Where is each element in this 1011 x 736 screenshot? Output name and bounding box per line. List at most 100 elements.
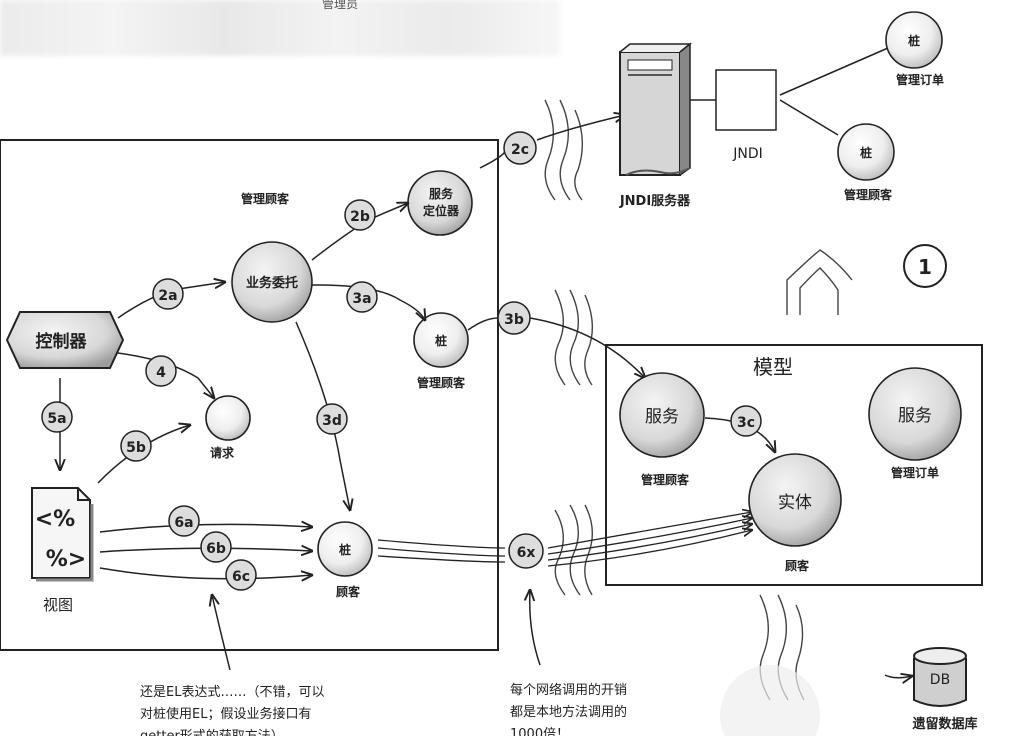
entity-node xyxy=(748,453,842,547)
note-left-line-3: getter形式的获取方法） xyxy=(140,728,284,736)
arrow-note-right xyxy=(530,590,541,666)
step-2b-label: 2b xyxy=(350,209,370,225)
network-break-top xyxy=(544,99,583,201)
stub-manage-customer-caption: 管理顾客 xyxy=(417,375,466,390)
arrow-note-left xyxy=(212,595,231,671)
service-right-node xyxy=(868,367,962,461)
note-left: 还是EL表达式……（不错，可以 对桩使用EL；假设业务接口有 getter形式的… xyxy=(140,685,324,736)
stub-label-1: 桩 xyxy=(435,333,447,348)
view-node: <% %> 视图 xyxy=(31,487,94,614)
jndi-line-customer xyxy=(779,99,839,136)
step-3d-label: 3d xyxy=(322,413,342,429)
note-right-line-1: 每个网络调用的开销 xyxy=(510,682,627,698)
stub-customer-node xyxy=(317,521,373,577)
step-6x-label: 6x xyxy=(517,545,536,561)
arrow-3d xyxy=(295,321,350,510)
service-right-caption: 管理订单 xyxy=(891,465,939,480)
network-break-middle xyxy=(554,289,593,386)
service-locator-label-2: 定位器 xyxy=(423,203,460,218)
step-2a-badge: 2a xyxy=(152,278,184,310)
model-box xyxy=(605,344,983,586)
service-left-caption: 管理顾客 xyxy=(641,472,690,487)
arrow-db xyxy=(884,675,912,678)
jndi-caption: JNDI xyxy=(732,146,763,162)
step-2c-label: 2c xyxy=(511,142,529,158)
note-left-line-1: 还是EL表达式……（不错，可以 xyxy=(140,685,324,700)
remote-stub-order-label: 桩 xyxy=(908,33,920,48)
step-3b-badge: 3b xyxy=(497,301,531,335)
note-right-line-3: 1000倍！ xyxy=(510,727,569,736)
step-3a-label: 3a xyxy=(352,291,371,307)
step-badges: 2a 2b 2c 3a 3b 3c 3d 4 xyxy=(41,131,762,591)
controller-node: 控制器 xyxy=(5,311,125,369)
blurred-header-bar xyxy=(0,0,560,56)
jndi-box xyxy=(715,69,777,131)
db-label: DB xyxy=(930,672,950,688)
remote-stub-customer-node xyxy=(837,123,895,181)
service-locator-label-1: 服务 xyxy=(429,186,454,201)
service-locator-node xyxy=(407,170,473,236)
step-6c-badge: 6c xyxy=(225,559,257,591)
note-right-line-2: 都是本地方法调用的 xyxy=(510,704,627,720)
step-2a-label: 2a xyxy=(158,288,177,304)
step-one-label: 1 xyxy=(918,255,932,279)
web-tier-box xyxy=(0,139,499,651)
step-3b-label: 3b xyxy=(504,312,524,328)
step-one-badge xyxy=(903,244,947,288)
note-left-line-2: 对桩使用EL；假设业务接口有 xyxy=(140,706,311,722)
db-node xyxy=(913,647,967,707)
jndi-server-node xyxy=(619,42,693,176)
service-right-label: 服务 xyxy=(898,406,932,426)
view-top-glyph: <% xyxy=(35,507,75,532)
model-title: 模型 xyxy=(753,355,793,379)
service-left-node xyxy=(619,372,705,458)
step-6b-label: 6b xyxy=(206,541,226,557)
arrow-6c xyxy=(99,567,312,579)
step-6b-badge: 6b xyxy=(200,531,232,563)
step-2c-badge: 2c xyxy=(503,131,537,165)
arrow-3a xyxy=(311,284,425,320)
step-6a-badge: 6a xyxy=(168,505,200,537)
arrows-6x xyxy=(377,512,752,567)
jndi-server-caption: JNDI服务器 xyxy=(619,193,691,209)
request-node xyxy=(205,395,251,441)
step-5b-badge: 5b xyxy=(120,430,152,462)
business-delegate-node xyxy=(231,241,313,323)
step-5b-label: 5b xyxy=(126,440,146,456)
db-caption: 遗留数据库 xyxy=(911,716,977,732)
step-3c-label: 3c xyxy=(737,415,755,431)
entity-caption: 顾客 xyxy=(785,558,810,573)
step-6a-label: 6a xyxy=(174,515,193,531)
note-right: 每个网络调用的开销 都是本地方法调用的 1000倍！ xyxy=(510,682,627,736)
remote-stub-customer-caption: 管理顾客 xyxy=(844,187,893,202)
service-left-label: 服务 xyxy=(645,407,679,427)
step-4-badge: 4 xyxy=(145,355,177,387)
header-text: 管理员 xyxy=(322,0,358,11)
controller-label: 控制器 xyxy=(36,331,88,352)
step-2b-badge: 2b xyxy=(344,199,376,231)
entity-label: 实体 xyxy=(778,493,812,513)
arrow-3b-b xyxy=(529,317,645,378)
step-3c-badge: 3c xyxy=(730,405,762,437)
step-4-label: 4 xyxy=(156,365,166,381)
business-delegate-label: 业务委托 xyxy=(246,275,298,291)
up-arrow-icon xyxy=(786,249,853,315)
arrow-3b-a xyxy=(467,317,499,331)
jndi-line-order xyxy=(779,47,889,96)
remote-stub-order-caption: 管理订单 xyxy=(896,72,944,87)
remote-stub-order-node xyxy=(885,11,943,69)
remote-stub-customer-label: 桩 xyxy=(860,145,872,160)
manage-customer-top-caption: 管理顾客 xyxy=(241,191,290,206)
arrow-6a xyxy=(99,524,312,533)
view-caption: 视图 xyxy=(43,596,73,614)
arrow-2c-b xyxy=(536,115,625,141)
stub-label-2: 桩 xyxy=(339,542,351,557)
step-6x-badge: 6x xyxy=(508,533,544,569)
view-bottom-glyph: %> xyxy=(46,547,86,572)
request-caption: 请求 xyxy=(210,445,235,460)
step-6c-label: 6c xyxy=(232,569,250,585)
stub-customer-caption: 顾客 xyxy=(336,584,361,599)
step-3d-badge: 3d xyxy=(316,403,348,435)
step-5a-badge: 5a xyxy=(41,401,73,433)
